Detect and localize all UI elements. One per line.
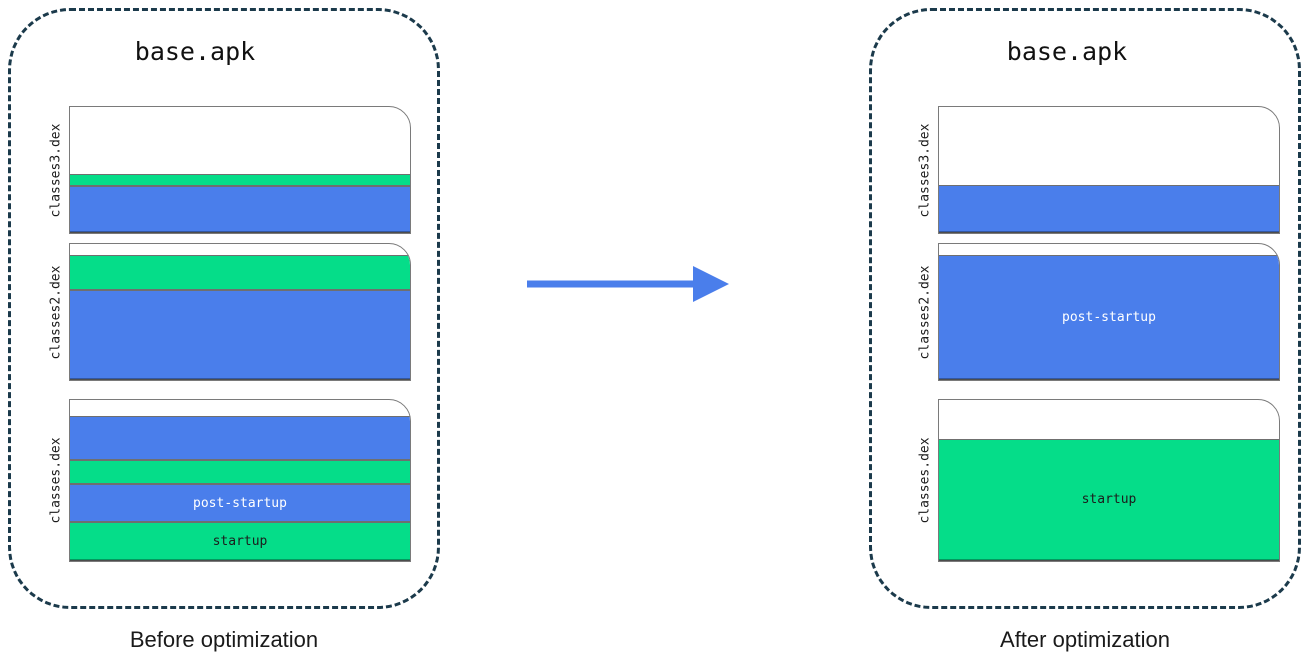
dex-box-classes3-before <box>69 106 411 234</box>
dex-box-classes2-after: post-startup <box>938 243 1280 381</box>
caption-after: After optimization <box>1000 627 1170 652</box>
dex-group-classes-after: classes.dex startup <box>912 399 1280 562</box>
dex-segment-post-startup: post-startup <box>939 254 1279 380</box>
dex-segment-post-startup <box>70 186 410 233</box>
dex-segment-post-startup <box>939 185 1279 233</box>
dex-box-classes3-after <box>938 106 1280 234</box>
dex-group-classes3-before: classes3.dex <box>43 106 411 234</box>
dex-label-classes-after: classes.dex <box>917 437 933 524</box>
dex-segment-startup: startup <box>70 522 410 561</box>
dex-segment-post-startup <box>70 290 410 380</box>
dex-segment-startup <box>70 254 410 291</box>
dex-group-classes3-after: classes3.dex <box>912 106 1280 234</box>
dex-segment-post-startup: post-startup <box>70 483 410 523</box>
dex-label-classes2-after: classes2.dex <box>917 265 933 359</box>
dex-box-classes-before: startup post-startup <box>69 399 411 562</box>
optimization-arrow <box>521 262 733 306</box>
apk-title-after: base.apk <box>1006 37 1128 66</box>
dex-box-classes-after: startup <box>938 399 1280 562</box>
dex-label-classes-before: classes.dex <box>48 437 64 524</box>
apk-title-before: base.apk <box>134 37 256 66</box>
caption-before: Before optimization <box>129 627 319 652</box>
apk-panel-after: base.apk classes3.dex classes2.dex post-… <box>869 8 1301 609</box>
dex-label-classes3-before: classes3.dex <box>48 123 64 217</box>
dex-group-classes-before: classes.dex startup post-startup <box>43 399 411 562</box>
dex-label-classes2-before: classes2.dex <box>48 265 64 359</box>
apk-panel-before: base.apk classes3.dex classes2.dex class… <box>8 8 440 609</box>
dex-segment-startup <box>70 173 410 187</box>
dex-segment-startup <box>70 459 410 484</box>
dex-group-classes2-after: classes2.dex post-startup <box>912 243 1280 381</box>
dex-box-classes2-before <box>69 243 411 381</box>
dex-segment-startup: startup <box>939 438 1279 561</box>
dex-segment-post-startup <box>70 416 410 460</box>
dex-label-classes3-after: classes3.dex <box>917 123 933 217</box>
dex-group-classes2-before: classes2.dex <box>43 243 411 381</box>
